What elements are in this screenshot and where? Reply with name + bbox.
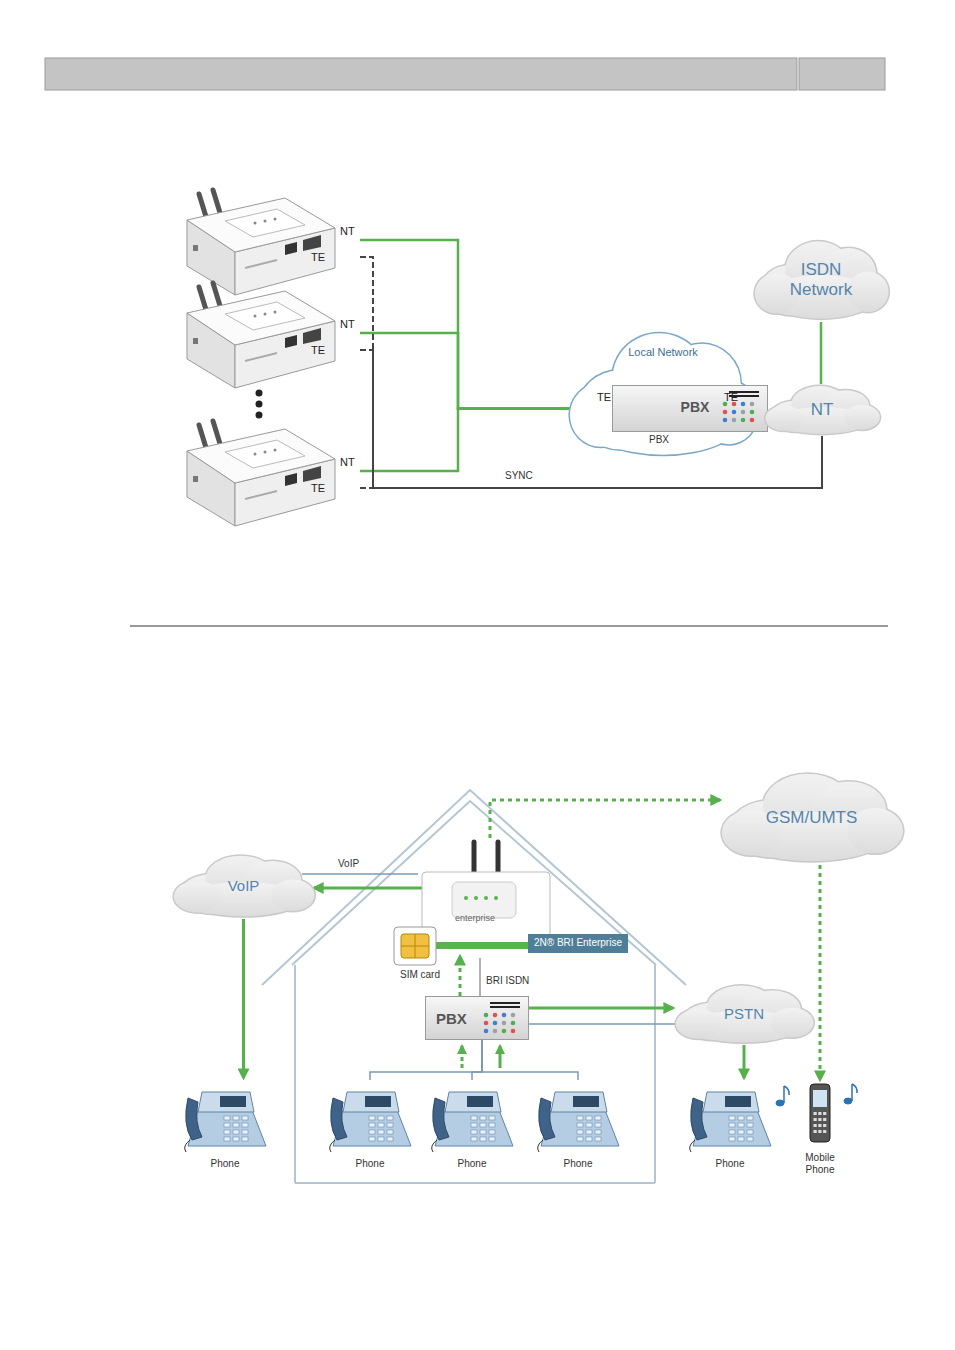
continuation-dots	[256, 390, 263, 419]
device-shape	[185, 421, 360, 531]
cloud-part	[753, 240, 890, 320]
sync-line	[360, 350, 822, 488]
connector-label: BRI ISDN	[486, 975, 529, 987]
flow-arrow	[499, 1046, 502, 1068]
network-name: VoIP	[171, 877, 316, 894]
port-label: TE	[597, 391, 611, 404]
port-label: TE	[311, 482, 325, 495]
port-label: TE	[724, 391, 738, 404]
network-name: ISDN Network	[782, 260, 860, 299]
gateway-unit: NT TE	[185, 421, 360, 531]
phone-line	[472, 1040, 482, 1080]
box-label: SIM card	[392, 969, 448, 981]
network-cloud: ISDN Network	[752, 238, 890, 322]
network-cloud: NT	[763, 384, 881, 436]
box-label: Phone	[180, 1158, 270, 1170]
desk-phone: Phone	[685, 1080, 775, 1175]
gateway-unit: 2N® BRI Enterprise	[418, 838, 620, 956]
box-label: Phone	[533, 1158, 623, 1170]
connector-label: SYNC	[505, 470, 533, 482]
network-name: PSTN	[673, 1005, 815, 1022]
signal-connector	[820, 322, 823, 384]
connector-label: VoIP	[338, 858, 359, 870]
sim-card: SIM card	[392, 925, 448, 985]
port-label: TE	[311, 251, 325, 264]
network-cloud: GSM/UMTS	[718, 770, 905, 865]
cloud-part	[755, 241, 889, 318]
caption-label: PBX	[649, 434, 669, 446]
signal-connector	[459, 956, 462, 996]
box-label: Phone	[685, 1158, 775, 1170]
header-bar	[799, 58, 885, 90]
logo-text: enterprise	[455, 913, 495, 923]
network-cloud: PSTN	[673, 983, 815, 1045]
network-name: NT	[763, 400, 881, 420]
desk-phone: Phone	[427, 1080, 517, 1175]
product-tag: 2N® BRI Enterprise	[534, 937, 622, 949]
header-bar	[45, 58, 797, 90]
cloud-part	[764, 385, 881, 436]
port-label: TE	[311, 344, 325, 357]
pbx-box: PBXPBX	[612, 385, 768, 432]
signal-connector	[529, 1007, 673, 1010]
sync-line	[360, 257, 822, 488]
box-label: Phone	[325, 1158, 415, 1170]
signal-line	[529, 1023, 688, 1025]
gateway-unit: NT TE	[185, 283, 360, 393]
port-label: NT	[340, 225, 355, 238]
network-name: Local Network	[566, 346, 760, 359]
signal-connector	[819, 865, 822, 1080]
section-rule	[130, 626, 888, 627]
desk-phone: Phone	[180, 1080, 270, 1175]
network-name: GSM/UMTS	[718, 808, 905, 828]
desk-phone: Phone	[533, 1080, 623, 1175]
pbx-box: PBX	[425, 996, 529, 1040]
phone-line	[370, 1040, 482, 1080]
signal-line	[302, 873, 418, 875]
house-outline	[262, 790, 686, 1183]
signal-connector	[242, 919, 245, 1078]
port-label: NT	[340, 456, 355, 469]
signal-connector	[314, 887, 422, 890]
desk-phone: Phone	[325, 1080, 415, 1175]
signal-line	[480, 958, 481, 996]
box-label: PBX	[623, 399, 767, 415]
network-cloud: VoIP	[171, 853, 316, 919]
phone-line	[482, 1040, 578, 1080]
box-label: Phone	[427, 1158, 517, 1170]
signal-connector	[360, 240, 612, 409]
box-label: PBX	[436, 1010, 467, 1027]
flow-arrow	[461, 1046, 464, 1068]
device-shape	[185, 283, 360, 393]
box-label: Mobile Phone	[792, 1152, 848, 1175]
mobile-phone: Mobile Phone	[798, 1082, 842, 1177]
signal-connector	[743, 1045, 746, 1078]
port-label: NT	[340, 318, 355, 331]
signal-connector	[490, 800, 720, 838]
